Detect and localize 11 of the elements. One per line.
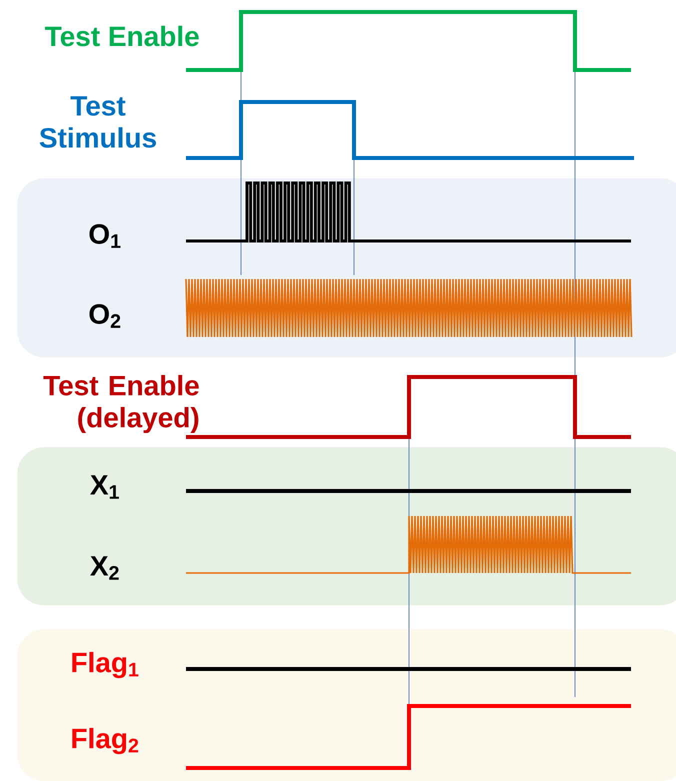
signal-name: Flag$_{2}$ [72,728,138,754]
signal-panel [17,629,676,781]
signal-name: Test Enable [44,26,199,46]
signal-name: Test Enable (delayed) [43,374,199,434]
signal-name: X$_{1}$ [90,475,119,499]
signal-name: Flag$_{1}$ [72,652,138,678]
signal-name: O$_{1}$ [89,224,120,248]
signal-name: O$_{2}$ [89,304,120,328]
signal-name: X$_{2}$ [90,556,119,580]
signal-panel [17,447,676,606]
signal-name: Test Stimulus [40,96,156,148]
